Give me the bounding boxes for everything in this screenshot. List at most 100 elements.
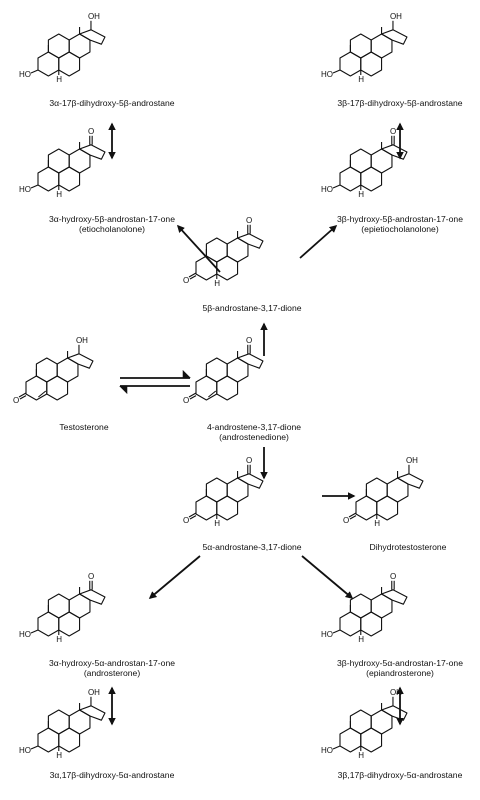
c3-oxygen: O bbox=[343, 516, 349, 525]
c17-oxygen: O bbox=[390, 127, 396, 136]
molecule-c7: OO bbox=[183, 336, 264, 405]
ring-b-upper bbox=[205, 357, 228, 383]
c3-hydroxyl-bond bbox=[30, 69, 39, 74]
ring-d bbox=[79, 705, 106, 721]
ring-d bbox=[381, 589, 408, 605]
c3-hydroxyl: HO bbox=[19, 70, 31, 79]
c3-hydroxyl: HO bbox=[321, 746, 333, 755]
c5-hydrogen: H bbox=[214, 519, 220, 528]
molecule-c5: O O H bbox=[183, 216, 264, 288]
compound-label: Dihydrotestosterone bbox=[370, 542, 447, 552]
c3-carbonyl-bond bbox=[188, 272, 197, 278]
c3-hydroxyl-bond bbox=[332, 745, 341, 750]
reaction-arrow-c8-c11 bbox=[301, 555, 354, 599]
c5-hydrogen: H bbox=[358, 190, 364, 199]
c5-hydrogen: H bbox=[56, 635, 62, 644]
c5-hydrogen: H bbox=[214, 279, 220, 288]
c3-oxygen: O bbox=[13, 396, 19, 405]
compound-label: 3α-hydroxy-5β-androstan-17-one bbox=[49, 214, 175, 224]
c4-c5-double-bond bbox=[38, 390, 47, 398]
c3-carbonyl-bond bbox=[188, 512, 197, 518]
ring-b-upper bbox=[349, 593, 372, 619]
ring-d bbox=[381, 705, 408, 721]
ring-b-upper bbox=[349, 148, 372, 174]
c17-hydroxyl: OH bbox=[88, 12, 100, 21]
ring-b-upper bbox=[205, 477, 228, 503]
c3-carbonyl-bond bbox=[349, 515, 357, 520]
ring-b-upper bbox=[35, 357, 58, 383]
compound-label: 5α-androstane-3,17-dione bbox=[202, 542, 301, 552]
c17-hydroxyl: OH bbox=[390, 12, 402, 21]
compound-label: 4-androstene-3,17-dione bbox=[207, 422, 301, 432]
ring-d bbox=[381, 144, 408, 160]
ring-d bbox=[237, 233, 264, 249]
c3-hydroxyl-bond bbox=[332, 69, 341, 74]
compound-label: 3β-hydroxy-5β-androstan-17-one bbox=[337, 214, 463, 224]
compound-label: 3β-17β-dihydroxy-5β-androstane bbox=[337, 98, 462, 108]
reaction-arrow-c5-c4 bbox=[299, 224, 338, 259]
ring-d bbox=[79, 589, 106, 605]
ring-b-upper bbox=[205, 237, 228, 263]
c17-hydroxyl: OH bbox=[76, 336, 88, 345]
c17-oxygen: O bbox=[246, 216, 252, 225]
c3-hydroxyl-bond bbox=[30, 629, 39, 634]
ring-b-upper bbox=[47, 593, 70, 619]
c3-hydroxyl: HO bbox=[19, 185, 31, 194]
c5-hydrogen: H bbox=[56, 190, 62, 199]
compound-labels: 3α-17β-dihydroxy-5β-androstane 3β-17β-dih… bbox=[49, 98, 463, 780]
molecule-c1: OH HO H bbox=[19, 12, 106, 84]
c3-oxygen: O bbox=[183, 276, 189, 285]
c17-oxygen: O bbox=[88, 127, 94, 136]
c3-hydroxyl-bond bbox=[30, 184, 39, 189]
c5-hydrogen: H bbox=[56, 75, 62, 84]
c3-carbonyl-bond bbox=[189, 275, 197, 280]
c5-hydrogen: H bbox=[358, 75, 364, 84]
molecule-c3: O HO H bbox=[19, 127, 106, 199]
c3-hydroxyl: HO bbox=[321, 70, 333, 79]
c3-hydroxyl: HO bbox=[19, 746, 31, 755]
c5-hydrogen: H bbox=[374, 519, 380, 528]
c17-oxygen: O bbox=[390, 572, 396, 581]
reaction-arrow-c8-c10 bbox=[148, 555, 201, 599]
c5-hydrogen: H bbox=[358, 635, 364, 644]
ring-d bbox=[79, 29, 106, 45]
ring-b-upper bbox=[365, 477, 388, 503]
c5-hydrogen: H bbox=[358, 751, 364, 760]
c17-hydroxyl: OH bbox=[88, 688, 100, 697]
compound-label: 3α-hydroxy-5α-androstan-17-one bbox=[49, 658, 175, 668]
c3-carbonyl-bond bbox=[19, 395, 27, 400]
compound-label: Testosterone bbox=[59, 422, 108, 432]
ring-b-upper bbox=[349, 33, 372, 59]
c5-hydrogen: H bbox=[56, 751, 62, 760]
molecule-c10: O HO H bbox=[19, 572, 106, 644]
compound-trivial-name: (etiocholanolone) bbox=[79, 224, 145, 234]
c17-oxygen: O bbox=[88, 572, 94, 581]
compound-label: 3α,17β-dihydroxy-5α-androstane bbox=[50, 770, 175, 780]
c3-hydroxyl-bond bbox=[332, 629, 341, 634]
molecule-c2: OH HO H bbox=[321, 12, 408, 84]
c3-hydroxyl: HO bbox=[19, 630, 31, 639]
molecule-c12: OH HO H bbox=[19, 688, 106, 760]
c17-oxygen: O bbox=[246, 456, 252, 465]
reaction-arrow-c5-c3 bbox=[176, 224, 221, 273]
ring-d bbox=[79, 144, 106, 160]
ring-d bbox=[237, 353, 264, 369]
ring-d bbox=[67, 353, 94, 369]
compound-label: 3β,17β-dihydroxy-5α-androstane bbox=[338, 770, 463, 780]
compound-trivial-name: (androstenedione) bbox=[219, 432, 289, 442]
c17-oxygen: O bbox=[246, 336, 252, 345]
c3-oxygen: O bbox=[183, 516, 189, 525]
ring-d bbox=[237, 473, 264, 489]
c3-carbonyl-bond bbox=[348, 512, 357, 518]
molecule-c8: O O H bbox=[183, 456, 264, 528]
c3-carbonyl-bond bbox=[18, 392, 27, 398]
compound-trivial-name: (epietiocholanolone) bbox=[361, 224, 439, 234]
c3-hydroxyl-bond bbox=[332, 184, 341, 189]
ring-d bbox=[381, 29, 408, 45]
compound-label: 3α-17β-dihydroxy-5β-androstane bbox=[49, 98, 174, 108]
